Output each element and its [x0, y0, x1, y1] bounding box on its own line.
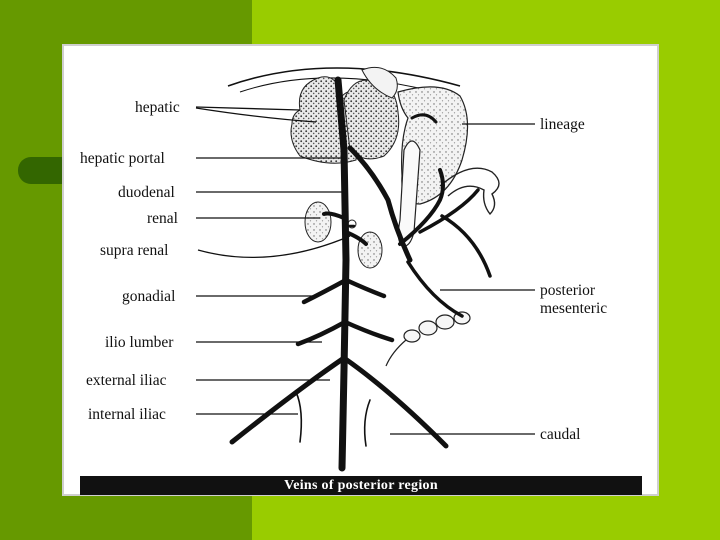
label-lineage: lineage	[540, 116, 585, 133]
spleen	[361, 66, 398, 99]
liver-lobe-center	[343, 79, 400, 160]
label-gonadial: gonadial	[122, 288, 175, 305]
label-caudal: caudal	[540, 426, 580, 443]
label-hepatic-portal: hepatic portal	[80, 150, 165, 167]
intestine-coil	[439, 167, 500, 216]
kidney-right	[357, 231, 383, 269]
body-wall-arc	[227, 67, 461, 87]
label-ilio-lumber: ilio lumber	[105, 334, 174, 351]
label-internal-iliac: internal iliac	[88, 406, 166, 423]
leader-lines	[195, 106, 535, 435]
label-posterior: posterior	[540, 282, 596, 299]
label-mesenteric: mesenteric	[540, 300, 607, 317]
rectum-chain	[385, 311, 471, 367]
vein-network	[229, 76, 492, 472]
kidney-left	[304, 201, 332, 243]
label-external-iliac: external iliac	[86, 372, 167, 389]
diagram-caption: Veins of posterior region	[80, 476, 642, 495]
label-hepatic: hepatic	[135, 99, 180, 116]
label-supra-renal: supra renal	[100, 242, 168, 259]
label-duodenal: duodenal	[118, 184, 175, 201]
label-renal: renal	[147, 210, 178, 227]
